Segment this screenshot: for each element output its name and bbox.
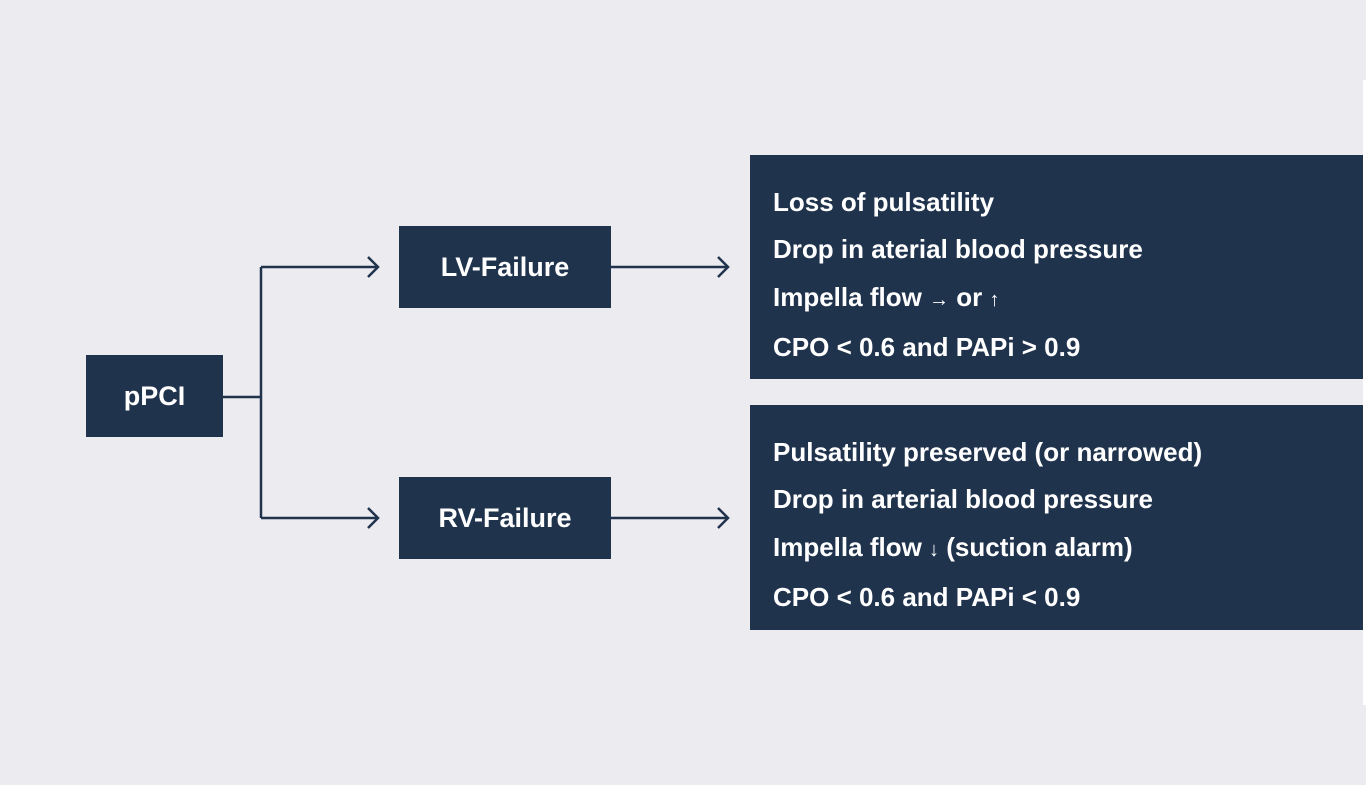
- rv-sign-line: Pulsatility preserved (or narrowed): [773, 437, 1203, 467]
- lv-sign-line: Drop in aterial blood pressure: [773, 234, 1143, 265]
- lv-failure-signs-box: Loss of pulsatility Drop in aterial bloo…: [750, 155, 1363, 379]
- rv-failure-signs-box: Pulsatility preserved (or narrowed) Drop…: [750, 405, 1363, 630]
- right-edge-strip: [1363, 80, 1366, 705]
- lv-sign-line: Loss of pulsatility: [773, 187, 995, 217]
- arrow-down-icon: ↓: [929, 538, 940, 561]
- lv-sign-line: Impella flow → or ↑: [773, 274, 1363, 324]
- rv-failure-label: RV-Failure: [438, 502, 572, 533]
- rv-failure-node: RV-Failure: [399, 477, 611, 559]
- root-node-ppci: pPCI: [86, 355, 223, 437]
- rv-sign-line: CPO < 0.6 and PAPi < 0.9: [773, 581, 1081, 612]
- lv-sign-line: CPO < 0.6 and PAPi > 0.9: [773, 331, 1081, 362]
- rv-sign-line: Drop in arterial blood pressure: [773, 484, 1153, 515]
- arrow-right-icon: →: [929, 288, 950, 311]
- arrow-head-icon: [367, 256, 380, 278]
- rv-sign-line: Impella flow ↓ (suction alarm): [773, 524, 1363, 574]
- arrow-head-icon: [717, 256, 730, 278]
- lv-failure-node: LV-Failure: [399, 226, 611, 308]
- lv-failure-label: LV-Failure: [440, 251, 570, 282]
- rv-sign-text: (suction alarm): [939, 531, 1133, 562]
- lv-sign-text: Impella flow: [773, 281, 930, 312]
- arrow-head-icon: [367, 507, 380, 529]
- root-node-label: pPCI: [123, 380, 186, 411]
- lv-sign-text: or: [949, 281, 990, 312]
- arrow-head-icon: [717, 507, 730, 529]
- arrow-up-icon: ↑: [989, 288, 1000, 311]
- rv-sign-text: Impella flow: [773, 531, 930, 562]
